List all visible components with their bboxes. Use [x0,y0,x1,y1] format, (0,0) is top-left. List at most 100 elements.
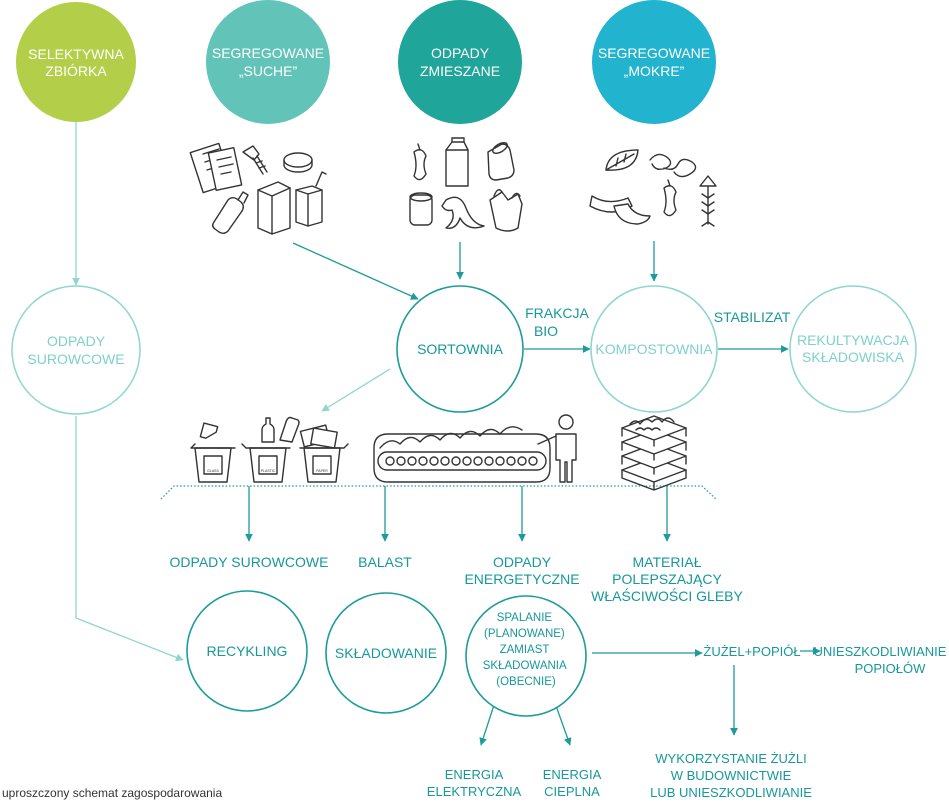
node-incineration-line5: (OBECNIE) [496,676,556,688]
bin-label-paper: PAPER [316,469,328,473]
milk-carton-icon [445,137,469,187]
node-recycling: RECYKLING [186,590,308,712]
drink-box-icon [295,171,327,227]
conveyor-rollers [385,456,538,466]
incineration-to-electric-arrow [479,704,495,746]
can-icon [487,142,515,181]
result-slag-label: ŻUŻEL+POPIÓŁ [703,644,800,659]
pasta-icon [649,153,697,178]
source-wet-line2: „MOKRE” [624,63,685,79]
source-mixed-line2: ZMIESZANE [420,63,500,79]
juice-carton-icon [257,181,291,235]
source-selective-line1: SELEKTYWNA [28,46,124,62]
compost-stack-illustration [621,415,687,491]
glass-bin: GLASS [190,422,236,483]
result-slag-use-line2: W BUDOWNICTWIE [671,768,792,783]
node-raw-line1: ODPADY [47,333,106,349]
svg-text:SPALANIE (PLANOWANE): SPALANIE (PLANOWANE) ZAMIAST SKŁADOWANIA… [483,612,570,688]
source-wet: SEGREGOWANE „MOKRE” [592,0,716,124]
node-landfill: SKŁADOWANIE [325,592,447,714]
svg-text:SEGREGOWANE„SUCHE”: SEGREGOWANE „SUCHE” [212,45,324,79]
bottle-icon [212,191,249,234]
output-soil-line3: WŁAŚCIWOŚCI GLEBY [591,587,743,604]
plastic-bin: PLASTIC [241,416,300,483]
node-reclamation-line2: SKŁADOWISKA [802,349,905,365]
node-sorting-label: SORTOWNIA [417,341,503,357]
node-raw-line2: SUROWCOWE [27,351,124,367]
result-slag-use-line3: LUB UNIESZKODLIWIANIE [650,785,812,800]
conveyor-illustration [373,414,577,483]
banana-peel-wet-icon [613,203,651,225]
output-soil-line1: MATERIAŁ [633,554,702,570]
recycling-bins-illustration: GLASS PLASTIC PAPER [190,416,349,483]
connectors [72,122,821,746]
output-ballast-label: BALAST [358,554,412,570]
leaf-icon [605,149,639,171]
result-slag-use-label: WYKORZYSTANIE ŻUŻLI W BUDOWNICTWIE LUB UNI… [650,751,812,800]
paper-bin: PAPER [299,424,349,483]
dry-to-sorting-arrow [292,242,419,300]
node-composting-label: KOMPOSTOWNIA [595,341,713,357]
node-recycling-label: RECYKLING [207,643,288,659]
output-soil-line2: POLEPSZAJĄCY [612,571,722,587]
node-incineration-line2: (PLANOWANE) [484,628,565,640]
dry-waste-illustration [189,142,327,235]
result-ash-line1: UNIESZKODLIWIANIE [814,644,947,659]
newspaper-icon [189,142,243,194]
source-dry-line2: „SUCHE” [239,63,298,79]
node-incineration-line1: SPALANIE [497,612,553,624]
fish-bone-icon [699,175,717,227]
jar-icon [409,192,433,226]
node-reclamation-line1: REKULTYWACJA [797,332,910,348]
result-heat-line1: ENERGIA [543,767,602,782]
caption: uproszczony schemat zagospodarowania [2,786,222,800]
banana-peel-icon [441,196,485,229]
result-electric-line1: ENERGIA [445,767,504,782]
source-dry: SEGREGOWANE „SUCHE” [206,0,330,124]
node-composting: KOMPOSTOWNIA [590,285,718,413]
svg-text:SEGREGOWANE„MOKRE”: SEGREGOWANE „MOKRE” [598,45,710,79]
wet-waste-illustration [589,149,717,227]
node-incineration-line4: SKŁADOWANIA [483,660,567,672]
source-mixed: ODPADY ZMIESZANE [398,0,522,124]
node-landfill-label: SKŁADOWANIE [335,645,437,661]
source-dry-line1: SEGREGOWANE [212,45,324,61]
output-raw-label: ODPADY SUROWCOWE [170,554,329,570]
result-heat-label: ENERGIA CIEPLNA [543,767,602,799]
output-bracket [160,485,717,500]
output-energy-line2: ENERGETYCZNE [464,571,579,587]
raw-to-recycling-arrow [75,416,184,662]
result-ash-line2: POPIOŁÓW [855,661,927,676]
sorting-to-bins-arrow [321,368,391,412]
output-energy-line1: ODPADY [493,554,552,570]
edge-bio-line2: BIO [534,323,558,339]
node-sorting: SORTOWNIA [396,285,524,413]
incineration-to-heat-arrow [554,702,572,746]
bolt-icon [242,145,268,175]
worker-icon [537,414,577,483]
result-ash-label: UNIESZKODLIWIANIE POPIOŁÓW [814,644,947,676]
source-mixed-line1: ODPADY [431,45,490,61]
node-incineration-line3: ZAMIAST [500,644,550,656]
apple-core-wet-icon [663,179,677,217]
mixed-waste-illustration [409,137,523,232]
result-electric-line2: ELEKTRYCZNA [427,784,522,799]
apple-core-icon [413,143,427,181]
result-electric-label: ENERGIA ELEKTRYCZNA [427,767,522,799]
edge-stabilizat-label: STABILIZAT [714,309,791,325]
source-wet-line1: SEGREGOWANE [598,45,710,61]
bin-label-glass: GLASS [207,469,219,473]
result-slag-use-line1: WYKORZYSTANIE ŻUŻLI [655,751,806,766]
result-heat-line2: CIEPLNA [544,784,600,799]
bottle-cap-icon [283,152,313,173]
